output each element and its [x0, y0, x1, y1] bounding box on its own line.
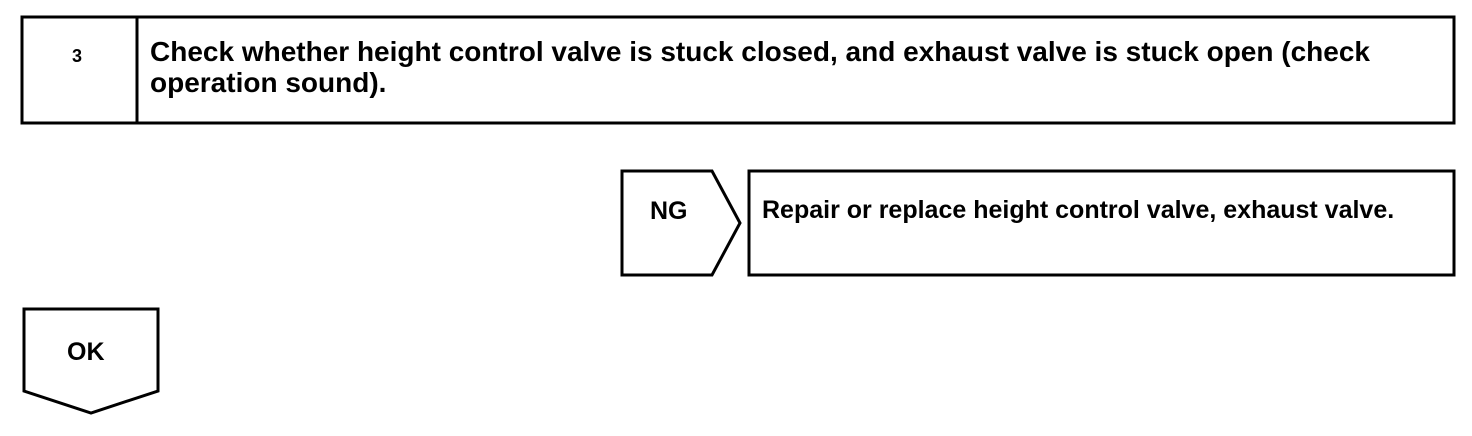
ng-label: NG — [650, 197, 688, 225]
ng-action-text: Repair or replace height control valve, … — [762, 196, 1395, 224]
step-number: 3 — [72, 46, 83, 66]
step-description: Check whether height control valve is st… — [150, 36, 1370, 98]
action-box — [747, 169, 1456, 277]
ok-arrow-shape — [22, 307, 160, 415]
step-box — [20, 15, 1456, 125]
ng-arrow-shape — [620, 169, 742, 277]
ok-label: OK — [67, 338, 105, 366]
